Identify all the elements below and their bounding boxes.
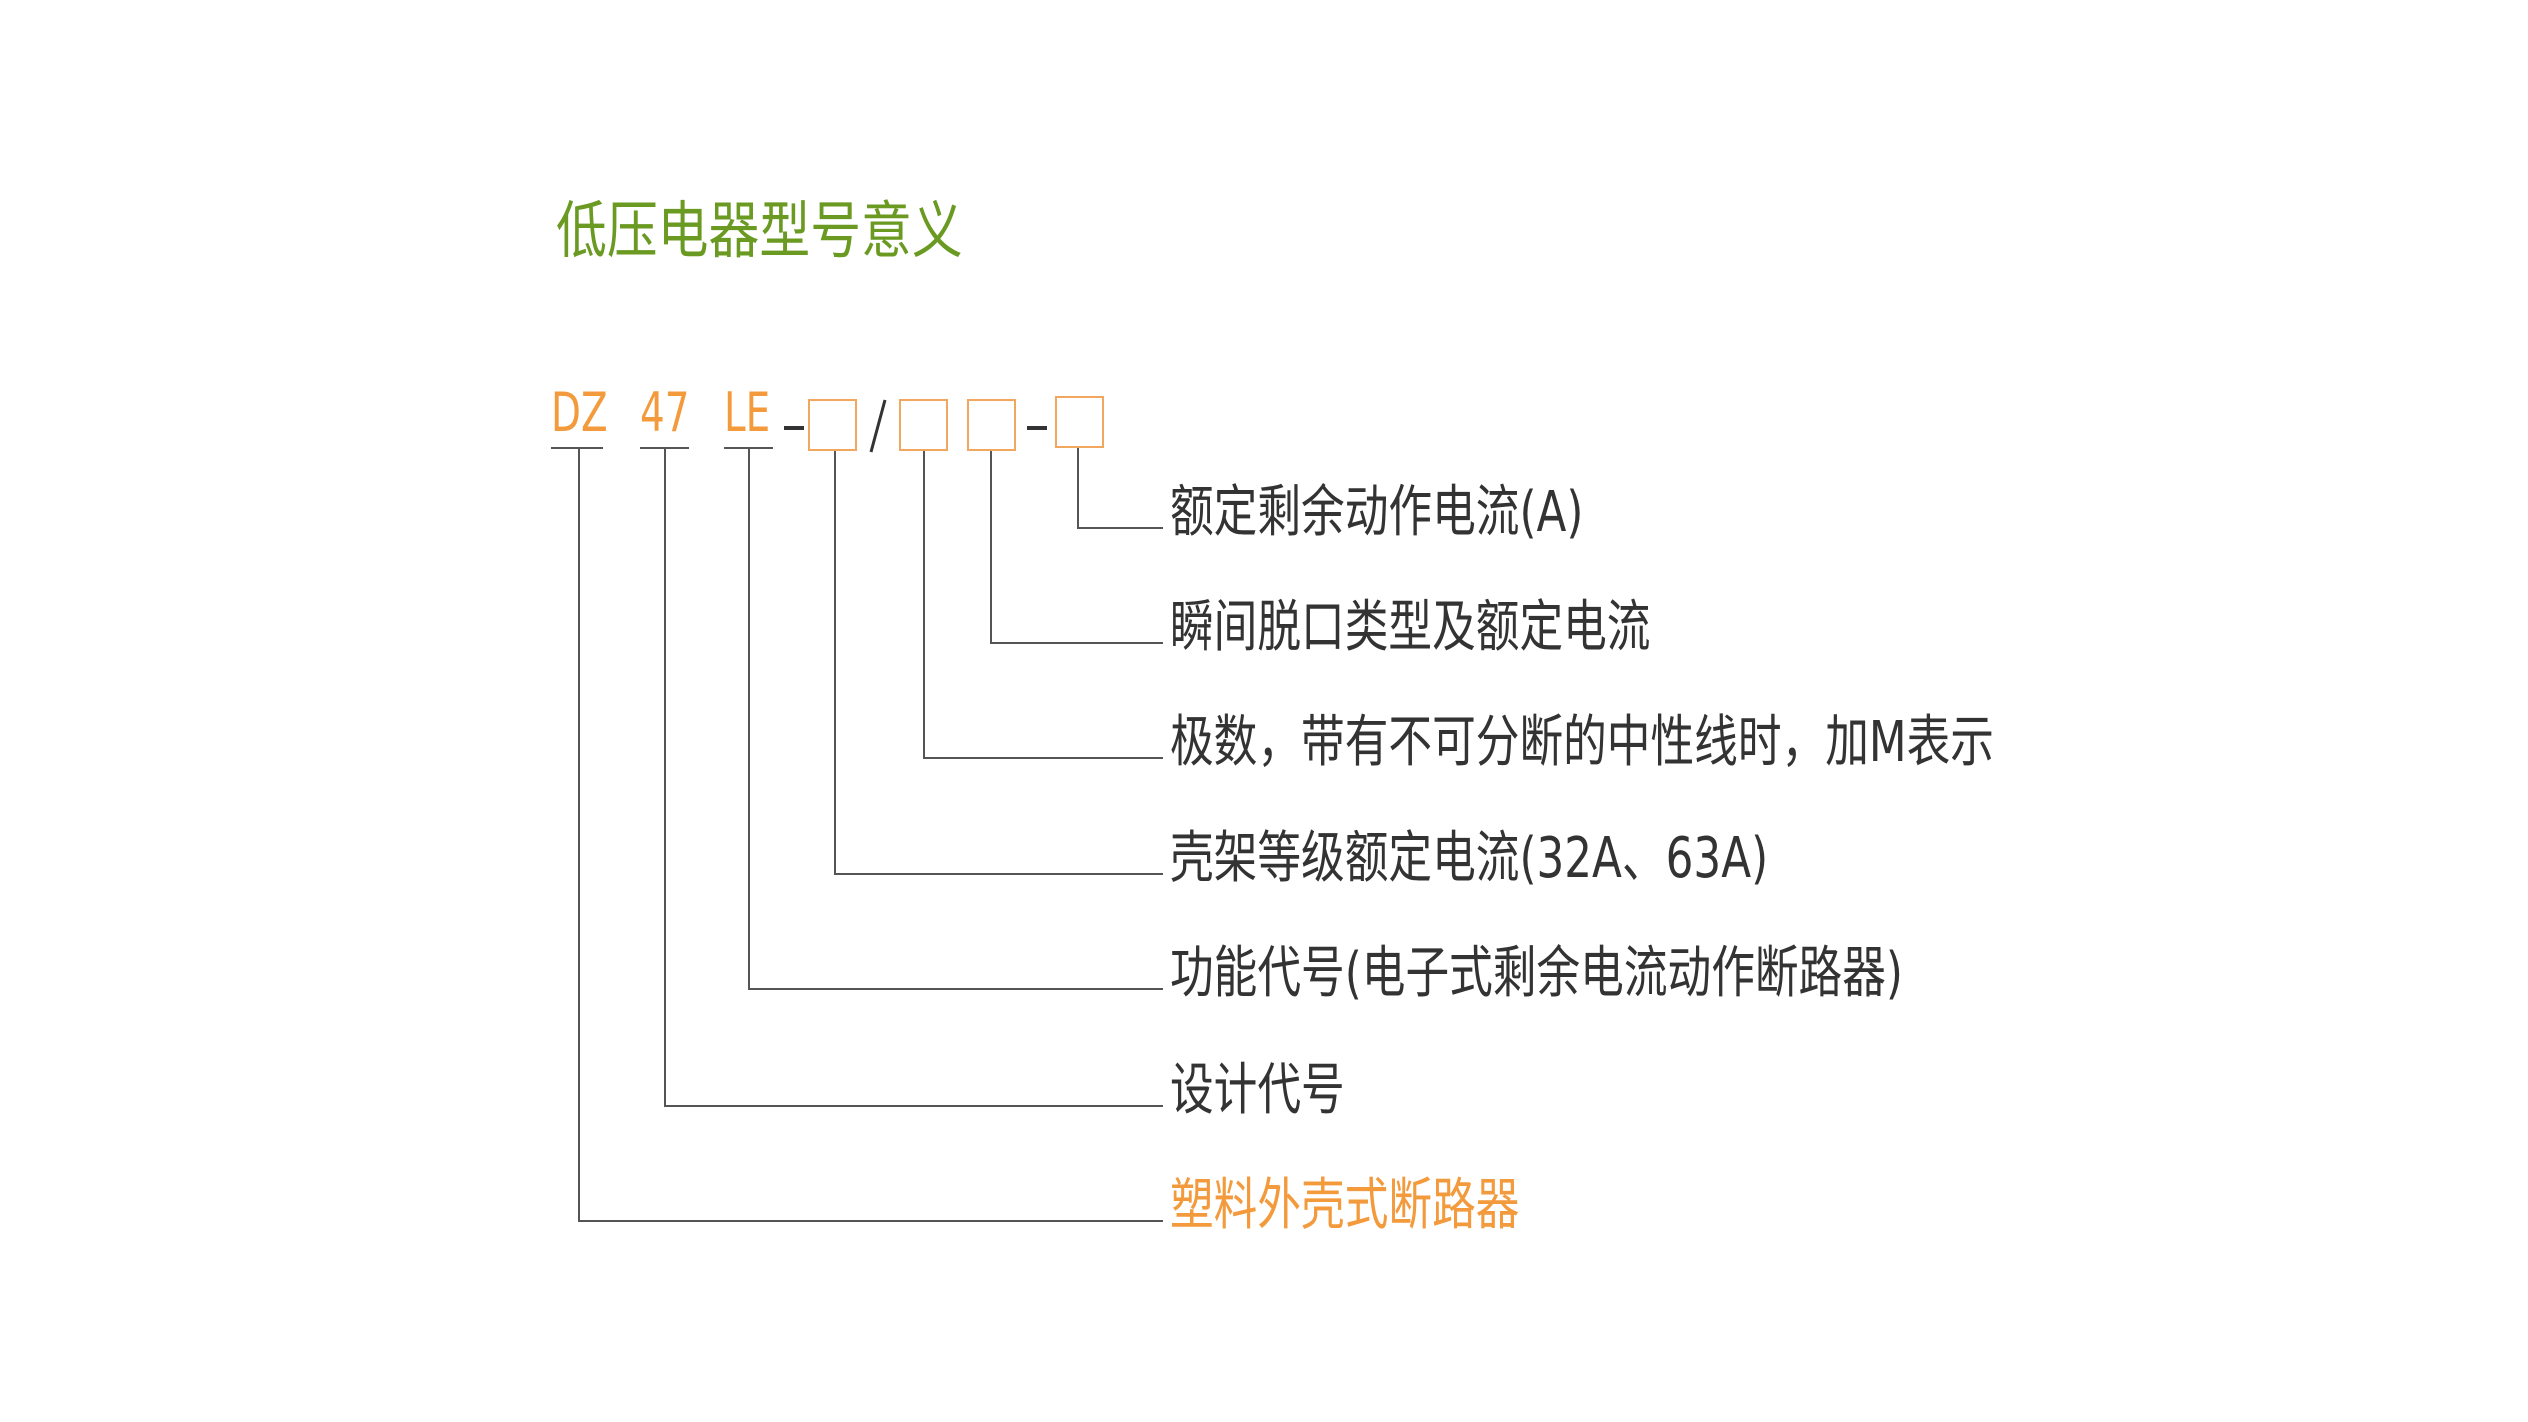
placeholder-box-residual-current <box>1055 396 1104 448</box>
diagram-title: 低压电器型号意义 <box>556 194 963 267</box>
connector-1 <box>1077 448 1079 528</box>
connector-1-h <box>1077 527 1163 529</box>
code-series: DZ <box>551 381 608 444</box>
connector-6 <box>664 448 666 1106</box>
label-poles: 极数，带有不可分断的中性线时，加M表示 <box>1170 710 1994 775</box>
label-trip-type: 瞬间脱口类型及额定电流 <box>1170 595 1651 660</box>
slash-separator <box>869 399 887 453</box>
connector-4 <box>834 451 836 874</box>
label-frame-current: 壳架等级额定电流(32A、63A) <box>1170 826 1769 891</box>
connector-2 <box>990 451 992 643</box>
dash-separator <box>784 426 804 430</box>
connector-5 <box>748 448 750 989</box>
connector-2-h <box>990 642 1163 644</box>
label-residual-current: 额定剩余动作电流(A) <box>1170 480 1584 545</box>
connector-4-h <box>834 873 1163 875</box>
label-function-code: 功能代号(电子式剩余电流动作断路器) <box>1170 941 1903 1006</box>
connector-7-h <box>578 1220 1163 1222</box>
underline-series <box>551 447 603 449</box>
label-breaker-type: 塑料外壳式断路器 <box>1170 1173 1520 1238</box>
placeholder-box-frame-current <box>808 399 857 451</box>
code-design: 47 <box>640 381 690 444</box>
connector-3-h <box>923 757 1163 759</box>
connector-6-h <box>664 1105 1163 1107</box>
label-design-code: 设计代号 <box>1170 1058 1345 1123</box>
connector-3 <box>923 451 925 758</box>
connector-5-h <box>748 988 1163 990</box>
connector-7 <box>578 448 580 1221</box>
placeholder-box-poles <box>899 399 948 451</box>
placeholder-box-trip-type <box>967 399 1016 451</box>
code-function: LE <box>724 381 771 444</box>
dash-separator-2 <box>1027 426 1047 430</box>
